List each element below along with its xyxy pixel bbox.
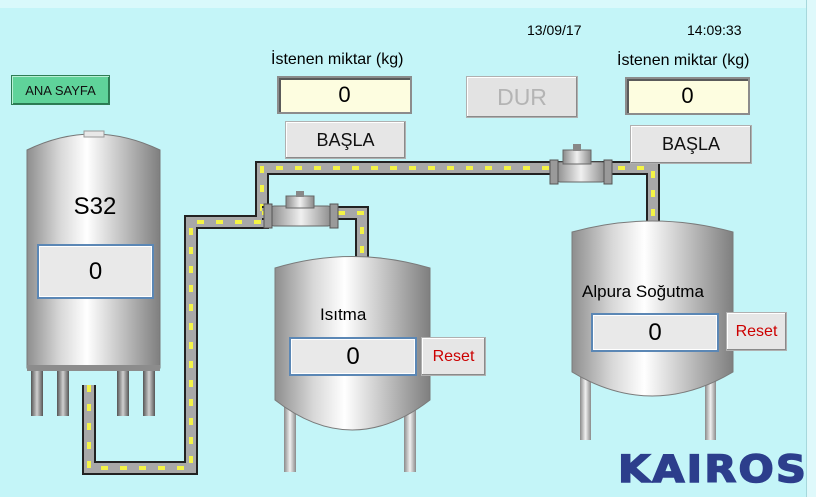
cooling-reset-button[interactable]: Reset — [726, 312, 787, 351]
storage-tank-name: S32 — [73, 193, 117, 220]
valve-cooling-line[interactable] — [549, 144, 613, 185]
valve-heating-line[interactable] — [263, 191, 339, 229]
heating-tank-value: 0 — [289, 337, 417, 376]
dosing-right-start-button[interactable]: BAŞLA — [630, 125, 752, 164]
kairos-logo: KAIROS — [617, 448, 809, 492]
home-button[interactable]: ANA SAYFA — [11, 75, 110, 105]
dosing-left-start-button[interactable]: BAŞLA — [285, 121, 406, 159]
time-display: 14:09:33 — [687, 22, 742, 38]
right-edge — [806, 0, 816, 497]
dosing-left-label: İstenen miktar (kg) — [271, 51, 404, 68]
stop-button[interactable]: DUR — [466, 76, 578, 118]
cooling-tank — [571, 220, 734, 440]
dosing-right-amount-input[interactable]: 0 — [625, 77, 750, 115]
dosing-left-amount-input[interactable]: 0 — [277, 76, 412, 114]
date-display: 13/09/17 — [527, 22, 582, 38]
heating-reset-button[interactable]: Reset — [421, 337, 486, 376]
cooling-tank-name: Alpura Soğutma — [582, 282, 704, 301]
dosing-right-label: İstenen miktar (kg) — [617, 52, 750, 69]
storage-tank-level: 0 — [37, 244, 154, 299]
heating-tank-name: Isıtma — [320, 305, 367, 324]
top-edge — [0, 0, 816, 8]
cooling-tank-value: 0 — [591, 313, 719, 352]
